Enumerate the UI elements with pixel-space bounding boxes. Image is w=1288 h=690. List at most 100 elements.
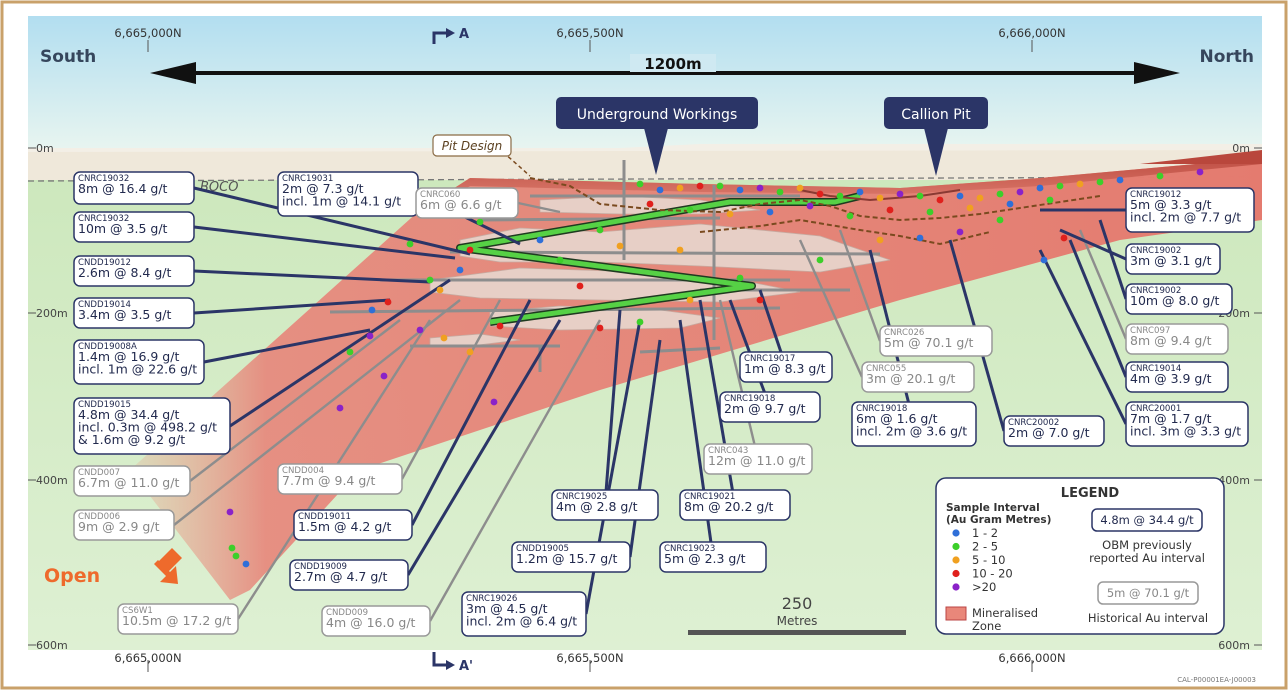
sample-dot (736, 274, 744, 282)
section-end-label: A' (459, 659, 473, 674)
hole-id: CNRC19012 (1130, 190, 1181, 200)
sample-dot (976, 194, 984, 202)
legend-dot (952, 529, 960, 537)
svg-text:6,665,500N: 6,665,500N (556, 651, 623, 665)
sample-dot (816, 256, 824, 264)
sample-dot (1036, 184, 1044, 192)
svg-text:0m: 0m (1232, 142, 1250, 155)
hole-id: CNRC097 (1130, 326, 1170, 336)
sample-dot (966, 204, 974, 212)
sample-dot (776, 188, 784, 196)
sample-dot (466, 246, 474, 254)
sample-dot (756, 184, 764, 192)
open-label: Open (44, 565, 100, 587)
intercept-box (1125, 401, 1249, 447)
svg-text:OBM previously: OBM previously (1102, 538, 1192, 552)
sample-dot (1116, 176, 1124, 184)
intercept-box (73, 297, 195, 329)
sample-dot (346, 348, 354, 356)
hole-id: CNRC19021 (684, 492, 735, 502)
intercept-value: 8m @ 9.4 g/t (1130, 333, 1212, 348)
sample-dot (1046, 196, 1054, 204)
intercept-box (511, 541, 631, 573)
section-start-label: A (459, 27, 469, 42)
sample-dot (636, 318, 644, 326)
svg-text:Mineralised: Mineralised (972, 606, 1038, 620)
intercept-box (861, 361, 975, 393)
sample-dot (1056, 182, 1064, 190)
sample-dot (876, 194, 884, 202)
sample-dot (576, 282, 584, 290)
legend-dot (952, 556, 960, 564)
sample-dot (676, 246, 684, 254)
intercept-box (73, 339, 205, 385)
sample-dot (896, 190, 904, 198)
hole-id: CNRC19017 (744, 354, 795, 364)
legend-dot (952, 583, 960, 591)
length-arrow (150, 54, 1180, 84)
sample-dot (646, 200, 654, 208)
svg-text:200m: 200m (36, 307, 68, 320)
length-label: 1200m (644, 55, 701, 73)
hole-id: CNRC19032 (78, 214, 129, 224)
sample-dot (336, 404, 344, 412)
sample-dot (476, 218, 484, 226)
sample-dot (816, 190, 824, 198)
drill-trace (173, 299, 461, 526)
intercept-value: & 1.6m @ 9.2 g/t (78, 432, 185, 447)
sample-dot (496, 322, 504, 330)
sample-dot (956, 228, 964, 236)
hole-id: CNRC19031 (282, 174, 333, 184)
depth-labels: 0m 200m 400m 600m 0m 200m 400m 600m (36, 142, 1250, 652)
hole-id: CNRC043 (708, 446, 748, 456)
intercept-value: 12m @ 11.0 g/t (708, 453, 805, 468)
sample-dot (796, 184, 804, 192)
hole-id: CNRC055 (866, 364, 906, 374)
intercept-value: 8m @ 16.4 g/t (78, 181, 168, 196)
intercept-value: 2.6m @ 8.4 g/t (78, 265, 172, 280)
drill-trace (193, 298, 391, 315)
intercept-box (1125, 243, 1221, 275)
legend-dot (952, 569, 960, 578)
intercept-value: 7.7m @ 9.4 g/t (282, 473, 376, 488)
hole-id: CNRC19023 (664, 544, 715, 554)
intercept-value: 6m @ 1.6 g/t (856, 411, 938, 426)
hole-id: CNDD19012 (78, 258, 131, 268)
hole-id: CNRC19018 (856, 404, 907, 414)
svg-text:Zone: Zone (972, 619, 1001, 633)
intercept-value: 4m @ 16.0 g/t (326, 615, 416, 630)
svg-text:600m: 600m (1218, 639, 1250, 652)
intercept-box (551, 489, 659, 521)
sample-dot (1156, 172, 1164, 180)
svg-text:Underground Workings: Underground Workings (577, 107, 738, 123)
sample-dot (956, 192, 964, 200)
sample-dot (1076, 180, 1084, 188)
legend-class-label: 1 - 2 (972, 526, 998, 540)
north-label: North (1199, 47, 1254, 67)
boco-line (27, 176, 1263, 182)
sample-dot (656, 186, 664, 194)
drill-trace (1038, 249, 1128, 425)
intercept-value: 8m @ 20.2 g/t (684, 499, 774, 514)
hole-id: CNRC060 (420, 190, 460, 200)
northing-labels: 6,665,000N 6,665,500N 6,666,000N 6,665,0… (114, 26, 1065, 665)
legend-class-label: 5 - 10 (972, 553, 1005, 567)
legend-dot (952, 542, 960, 551)
svg-text:4.8m @ 34.4 g/t: 4.8m @ 34.4 g/t (1100, 513, 1194, 527)
drill-trace (517, 201, 561, 214)
drill-trace (798, 239, 864, 378)
intercept-box (1125, 187, 1255, 233)
intercept-value: 5m @ 3.3 g/t (1130, 197, 1212, 212)
sample-dot (846, 212, 854, 220)
intercept-value: 3m @ 3.1 g/t (1130, 253, 1212, 268)
intercept-box (73, 465, 191, 497)
